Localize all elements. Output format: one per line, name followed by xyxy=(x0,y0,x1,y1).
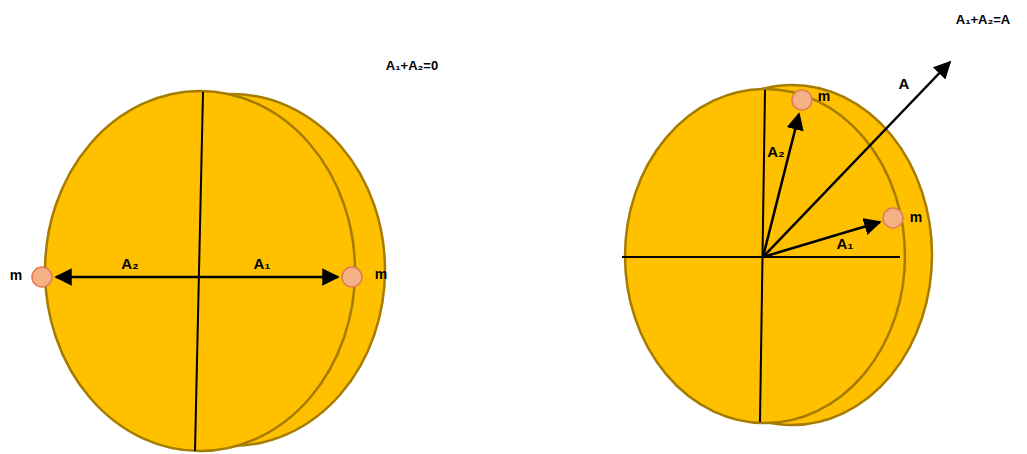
vector-label: A₂ xyxy=(767,144,785,161)
formula-title: A₁+A₂=0 xyxy=(386,59,438,73)
mass-label: m xyxy=(10,268,22,283)
formula-title: A₁+A₂=A xyxy=(956,13,1011,27)
vector-arrow xyxy=(56,276,199,279)
mass-ball xyxy=(883,208,903,228)
mass-ball xyxy=(342,267,362,287)
resultant-arrow xyxy=(763,62,950,257)
vector-label: A₁ xyxy=(836,236,853,253)
vector-arrow xyxy=(199,276,338,279)
axis-line xyxy=(622,256,900,258)
mass-label: m xyxy=(818,89,830,104)
vector-label: A₁ xyxy=(253,256,270,273)
disk-front-face xyxy=(45,91,355,451)
axis-line xyxy=(195,92,203,451)
mass-label: m xyxy=(375,267,387,282)
disk-right xyxy=(622,62,950,425)
mass-label: m xyxy=(910,210,922,225)
vector-arrow xyxy=(763,114,799,257)
vector-label: A₂ xyxy=(121,256,139,273)
mass-ball xyxy=(32,267,52,287)
mass-ball xyxy=(792,90,812,110)
vector-label: A xyxy=(899,76,910,93)
disk-left xyxy=(32,91,385,451)
